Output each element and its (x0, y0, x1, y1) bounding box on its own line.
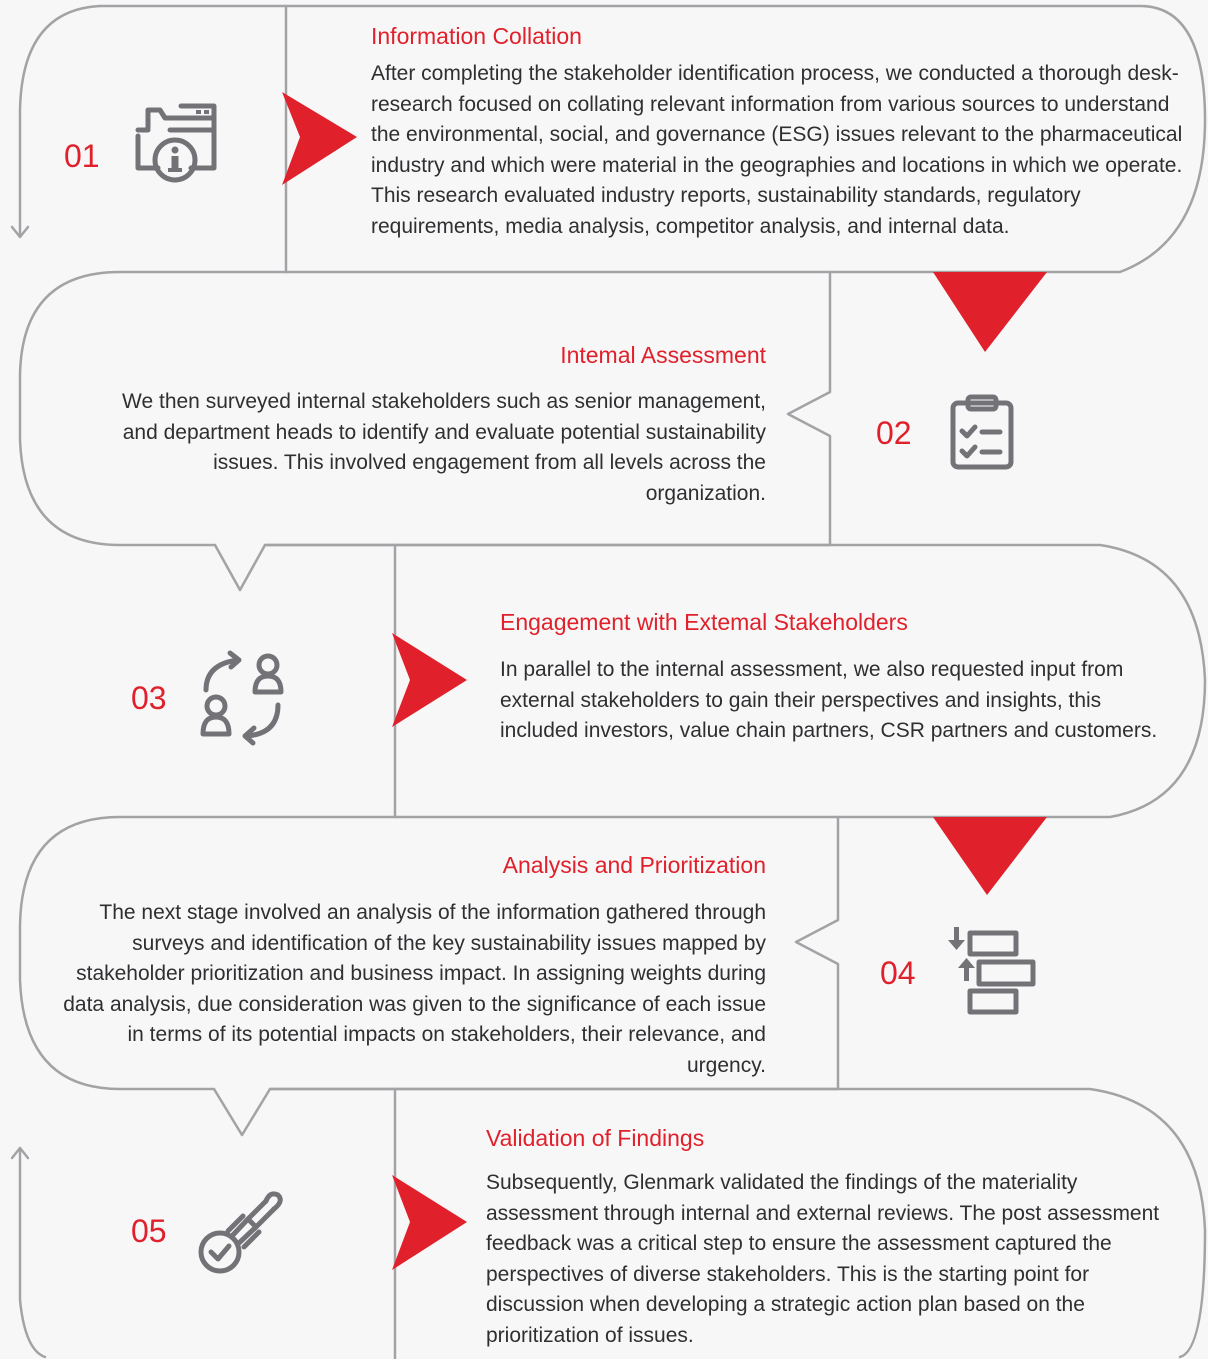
step-3-title: Engagement with Extemal Stakeholders (500, 609, 908, 635)
validation-stamp-icon (198, 1191, 283, 1274)
step-5-number: 05 (131, 1213, 167, 1249)
step-2-text: We then surveyed internal stakeholders s… (122, 390, 766, 505)
step-5-left-arc (18, 1148, 47, 1359)
folder-info-icon (135, 103, 217, 183)
chevron-down-2 (933, 817, 1047, 895)
step-2-number: 02 (876, 415, 912, 451)
step-3-number: 03 (131, 680, 167, 716)
step-5-title: Validation of Findings (486, 1125, 705, 1151)
people-exchange-icon (200, 650, 284, 746)
chevron-down-1 (933, 272, 1047, 352)
step-5-text: Subsequently, Glenmark validated the fin… (486, 1171, 1160, 1347)
chevron-right-1 (282, 92, 357, 185)
clipboard-checklist-icon (950, 394, 1014, 470)
step-4-number: 04 (880, 955, 916, 991)
priority-sort-icon (948, 927, 1036, 1015)
step-4-outline (18, 815, 840, 1137)
step-2-outline (18, 270, 832, 592)
step-4-text: The next stage involved an analysis of t… (63, 901, 766, 1077)
step-1-text: After completing the stakeholder identif… (371, 62, 1183, 238)
step-3-text: In parallel to the internal assessment, … (500, 658, 1158, 742)
step-1-title: Information Collation (371, 23, 582, 49)
chevron-right-3 (392, 1175, 467, 1270)
step-2-title: Intemal Assessment (560, 342, 766, 368)
step-1-outline (98, 4, 1207, 274)
step-3-outline (263, 543, 1207, 819)
step-1-number: 01 (64, 138, 100, 174)
step-4-title: Analysis and Prioritization (502, 852, 766, 878)
step-1-arrow-down (10, 225, 30, 239)
chevron-right-2 (392, 633, 467, 727)
step-5-outline (268, 1087, 1207, 1359)
step-5-arrow-up (10, 1146, 30, 1160)
step-1-left-arc (18, 4, 102, 237)
